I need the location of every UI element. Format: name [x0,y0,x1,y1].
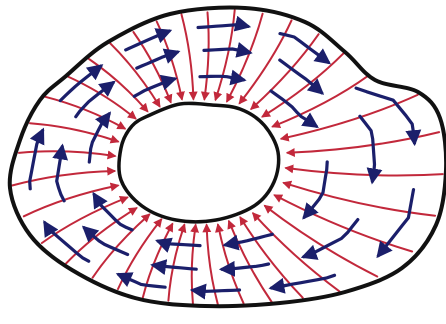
circulation-arrow [193,290,240,291]
inner-boundary [119,103,279,221]
